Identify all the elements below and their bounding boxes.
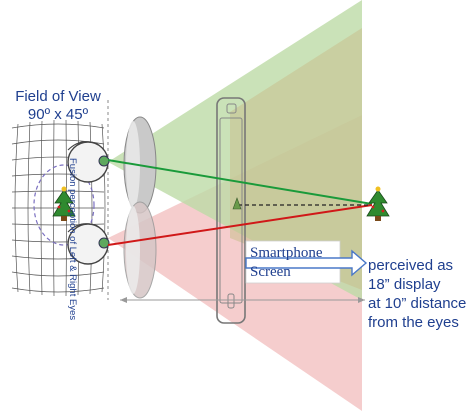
smartphone-label: Smartphone bbox=[250, 245, 323, 261]
perceived-line-4: from the eyes bbox=[368, 314, 459, 331]
lower-lens-icon bbox=[123, 201, 157, 299]
smartphone-icon bbox=[216, 97, 246, 324]
distance-arrow bbox=[120, 297, 365, 303]
fused-tree-icon bbox=[52, 186, 76, 221]
overlap-region bbox=[230, 28, 362, 290]
red-ray bbox=[107, 204, 373, 246]
screen-tree-icon bbox=[232, 197, 242, 210]
perceived-tree-icon bbox=[366, 186, 390, 221]
fusion-circle bbox=[33, 164, 95, 246]
fov-title: Field of View bbox=[15, 88, 101, 105]
fov-dimensions: 90º x 45º bbox=[27, 106, 89, 123]
screen-label: Screen bbox=[250, 264, 291, 280]
left-eye-icon bbox=[67, 141, 110, 183]
perceived-line-2: 18” display bbox=[368, 276, 441, 293]
fusion-perception-label: Fusion perception of Left & Right Eyes bbox=[67, 158, 78, 321]
green-ray bbox=[107, 159, 373, 205]
perceived-line-3: at 10” distance bbox=[368, 295, 467, 312]
perceived-arrow bbox=[245, 249, 368, 277]
perceived-line-1: perceived as bbox=[368, 257, 454, 274]
